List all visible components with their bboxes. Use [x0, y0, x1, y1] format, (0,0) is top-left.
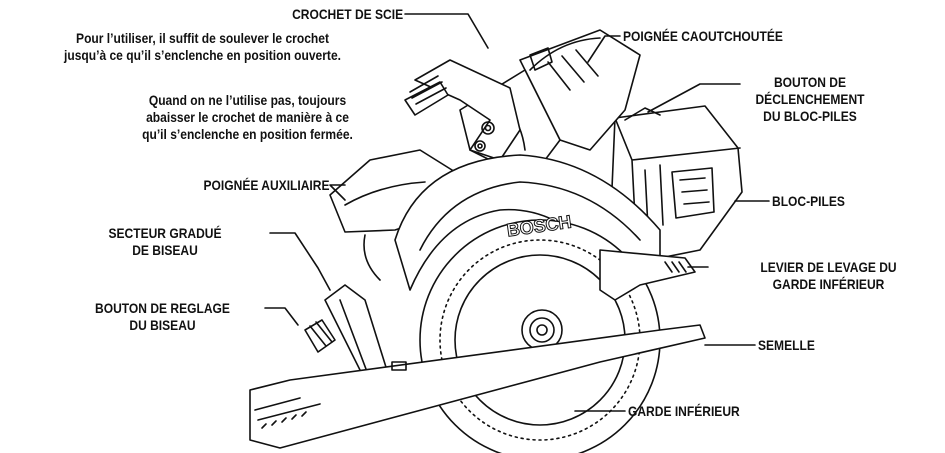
label-semelle: SEMELLE	[758, 337, 815, 353]
leader-poignee-caoutchoutee	[587, 35, 621, 63]
upper-guard-illustration	[394, 154, 661, 291]
leader-bouton-reglage	[264, 307, 299, 326]
leader-poignee-auxiliaire	[329, 184, 346, 201]
arbor-nut-illustration	[521, 309, 563, 351]
label-secteur-gradue: SECTEUR GRADUÉ DE BISEAU	[108, 225, 222, 258]
label-crochet-instructions: Pour l’utiliser, il suffit de soulever l…	[63, 30, 341, 63]
lower-guard-lever-illustration	[599, 249, 696, 301]
bevel-knob-illustration	[304, 319, 336, 353]
label-crochet-warning: Quand on ne l’utilise pas, toujours abai…	[142, 92, 353, 142]
leader-crochet	[404, 13, 489, 49]
label-bloc-piles: BLOC-PILES	[772, 193, 845, 209]
label-bouton-reglage: BOUTON DE REGLAGE DU BISEAU	[95, 300, 230, 333]
label-poignee-caoutchoutee: POIGNÉE CAOUTCHOUTÉE	[623, 28, 783, 44]
label-garde-inferieur: GARDE INFÉRIEUR	[628, 403, 740, 419]
label-levier: LEVIER DE LEVAGE DU GARDE INFÉRIEUR	[760, 259, 897, 292]
leader-bouton-declenchement	[647, 83, 741, 113]
label-crochet-title: CROCHET DE SCIE	[291, 6, 403, 22]
base-plate-illustration	[249, 324, 706, 449]
label-bouton-declenchement: BOUTON DE DÉCLENCHEMENT DU BLOC-PILES	[755, 74, 865, 124]
leader-secteur-gradue	[269, 232, 331, 291]
label-poignee-auxiliaire: POIGNÉE AUXILIAIRE	[203, 177, 330, 193]
